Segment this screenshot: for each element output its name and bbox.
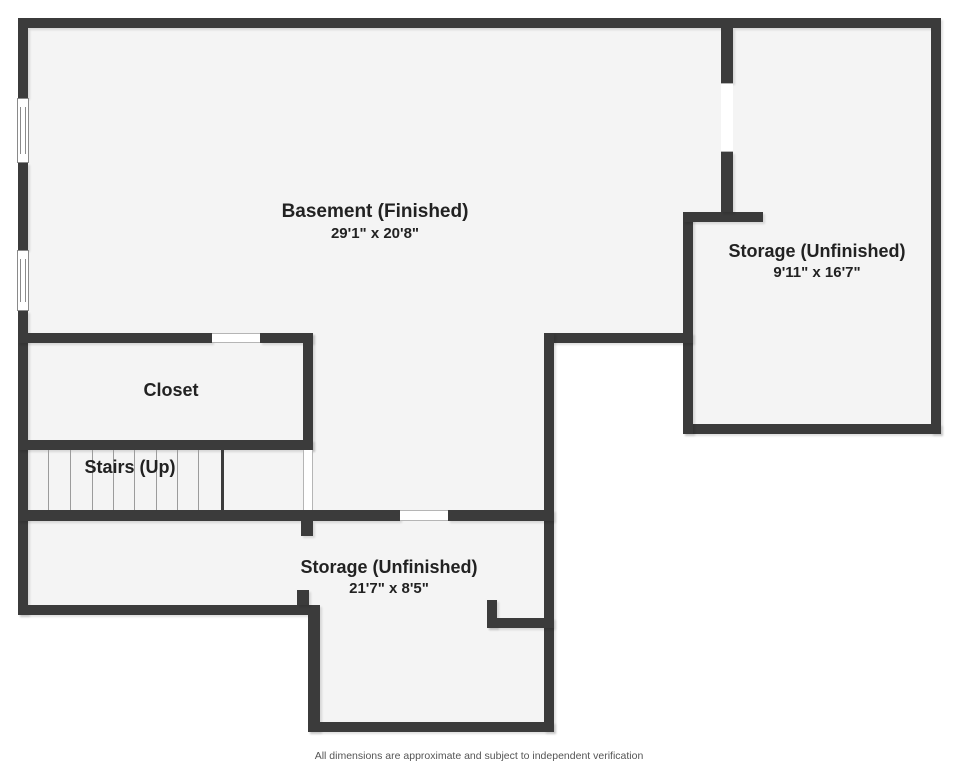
disclaimer-text: All dimensions are approximate and subje… xyxy=(314,750,644,762)
closet-door-opening xyxy=(212,333,260,343)
wall-left-outer-c xyxy=(18,311,28,615)
stairs-treads xyxy=(28,450,224,510)
wall-notch-vertical xyxy=(487,600,497,628)
window-left-lower xyxy=(17,250,29,311)
wall-storage-right-top-partial xyxy=(683,212,763,222)
wall-top-stub-b xyxy=(721,152,733,212)
room-name: Stairs (Up) xyxy=(84,457,176,477)
basement-floor-area xyxy=(28,28,721,343)
room-name: Basement (Finished) xyxy=(281,201,469,222)
closet-stairs-floor-area xyxy=(28,343,554,510)
wall-stairs-bottom-a xyxy=(18,510,400,521)
wall-right-outer xyxy=(931,28,941,434)
stairs-side-door-opening xyxy=(303,450,313,510)
stair-tread-line xyxy=(134,450,135,510)
stair-tread-line xyxy=(156,450,157,510)
wall-basement-south-right xyxy=(544,333,693,343)
wall-top-outer xyxy=(18,18,941,28)
wall-closet-right xyxy=(303,333,313,450)
wall-bottom-left xyxy=(18,605,320,615)
window-glass xyxy=(20,107,26,154)
storage-right-room-label: Storage (Unfinished) 9'11" x 16'7" xyxy=(728,240,905,282)
stair-tread-line xyxy=(198,450,199,510)
wall-storage-right-bottom xyxy=(683,424,941,434)
room-name: Storage (Unfinished) xyxy=(300,557,478,577)
storage-right-wall-opening xyxy=(721,83,733,152)
wall-step-down xyxy=(308,615,320,732)
window-glass xyxy=(20,259,26,302)
stair-tread-line xyxy=(92,450,93,510)
stair-tread-line xyxy=(177,450,178,510)
wall-left-outer-a xyxy=(18,28,28,98)
wall-stub-above-bottom xyxy=(297,590,309,605)
room-name: Storage (Unfinished) xyxy=(728,241,906,261)
wall-stairs-bottom-b xyxy=(448,510,554,521)
wall-east-vertical xyxy=(544,333,554,732)
stairs-edge-line xyxy=(221,450,224,510)
basement-room-label: Basement (Finished) 29'1" x 20'8" xyxy=(282,200,469,243)
wall-bottom-right xyxy=(308,722,554,732)
wall-left-outer-b xyxy=(18,163,28,250)
room-dimensions: 21'7" x 8'5" xyxy=(349,579,429,597)
wall-notch-horizontal xyxy=(487,618,554,628)
room-name: Closet xyxy=(143,380,199,400)
wall-storage-right-left xyxy=(683,212,693,434)
storage-bottom-room-label: Storage (Unfinished) 21'7" x 8'5" xyxy=(300,556,477,598)
closet-room-label: Closet xyxy=(143,379,198,402)
window-left-upper xyxy=(17,98,29,163)
room-dimensions: 29'1" x 20'8" xyxy=(330,224,420,242)
wall-stub-below-stairs xyxy=(301,521,313,536)
room-dimensions: 9'11" x 16'7" xyxy=(773,263,861,281)
wall-top-stub-a xyxy=(721,28,733,83)
stair-tread-line xyxy=(70,450,71,510)
storage-bottom-door-opening xyxy=(400,510,448,521)
wall-closet-bottom xyxy=(18,440,313,450)
stair-tread-line xyxy=(48,450,49,510)
wall-closet-top-b xyxy=(260,333,313,343)
storage-bottom-lower-floor-area xyxy=(308,615,554,732)
wall-closet-top-a xyxy=(18,333,212,343)
stairs-room-label: Stairs (Up) xyxy=(84,456,175,479)
stair-tread-line xyxy=(113,450,114,510)
storage-bottom-upper-floor-area xyxy=(28,510,554,615)
